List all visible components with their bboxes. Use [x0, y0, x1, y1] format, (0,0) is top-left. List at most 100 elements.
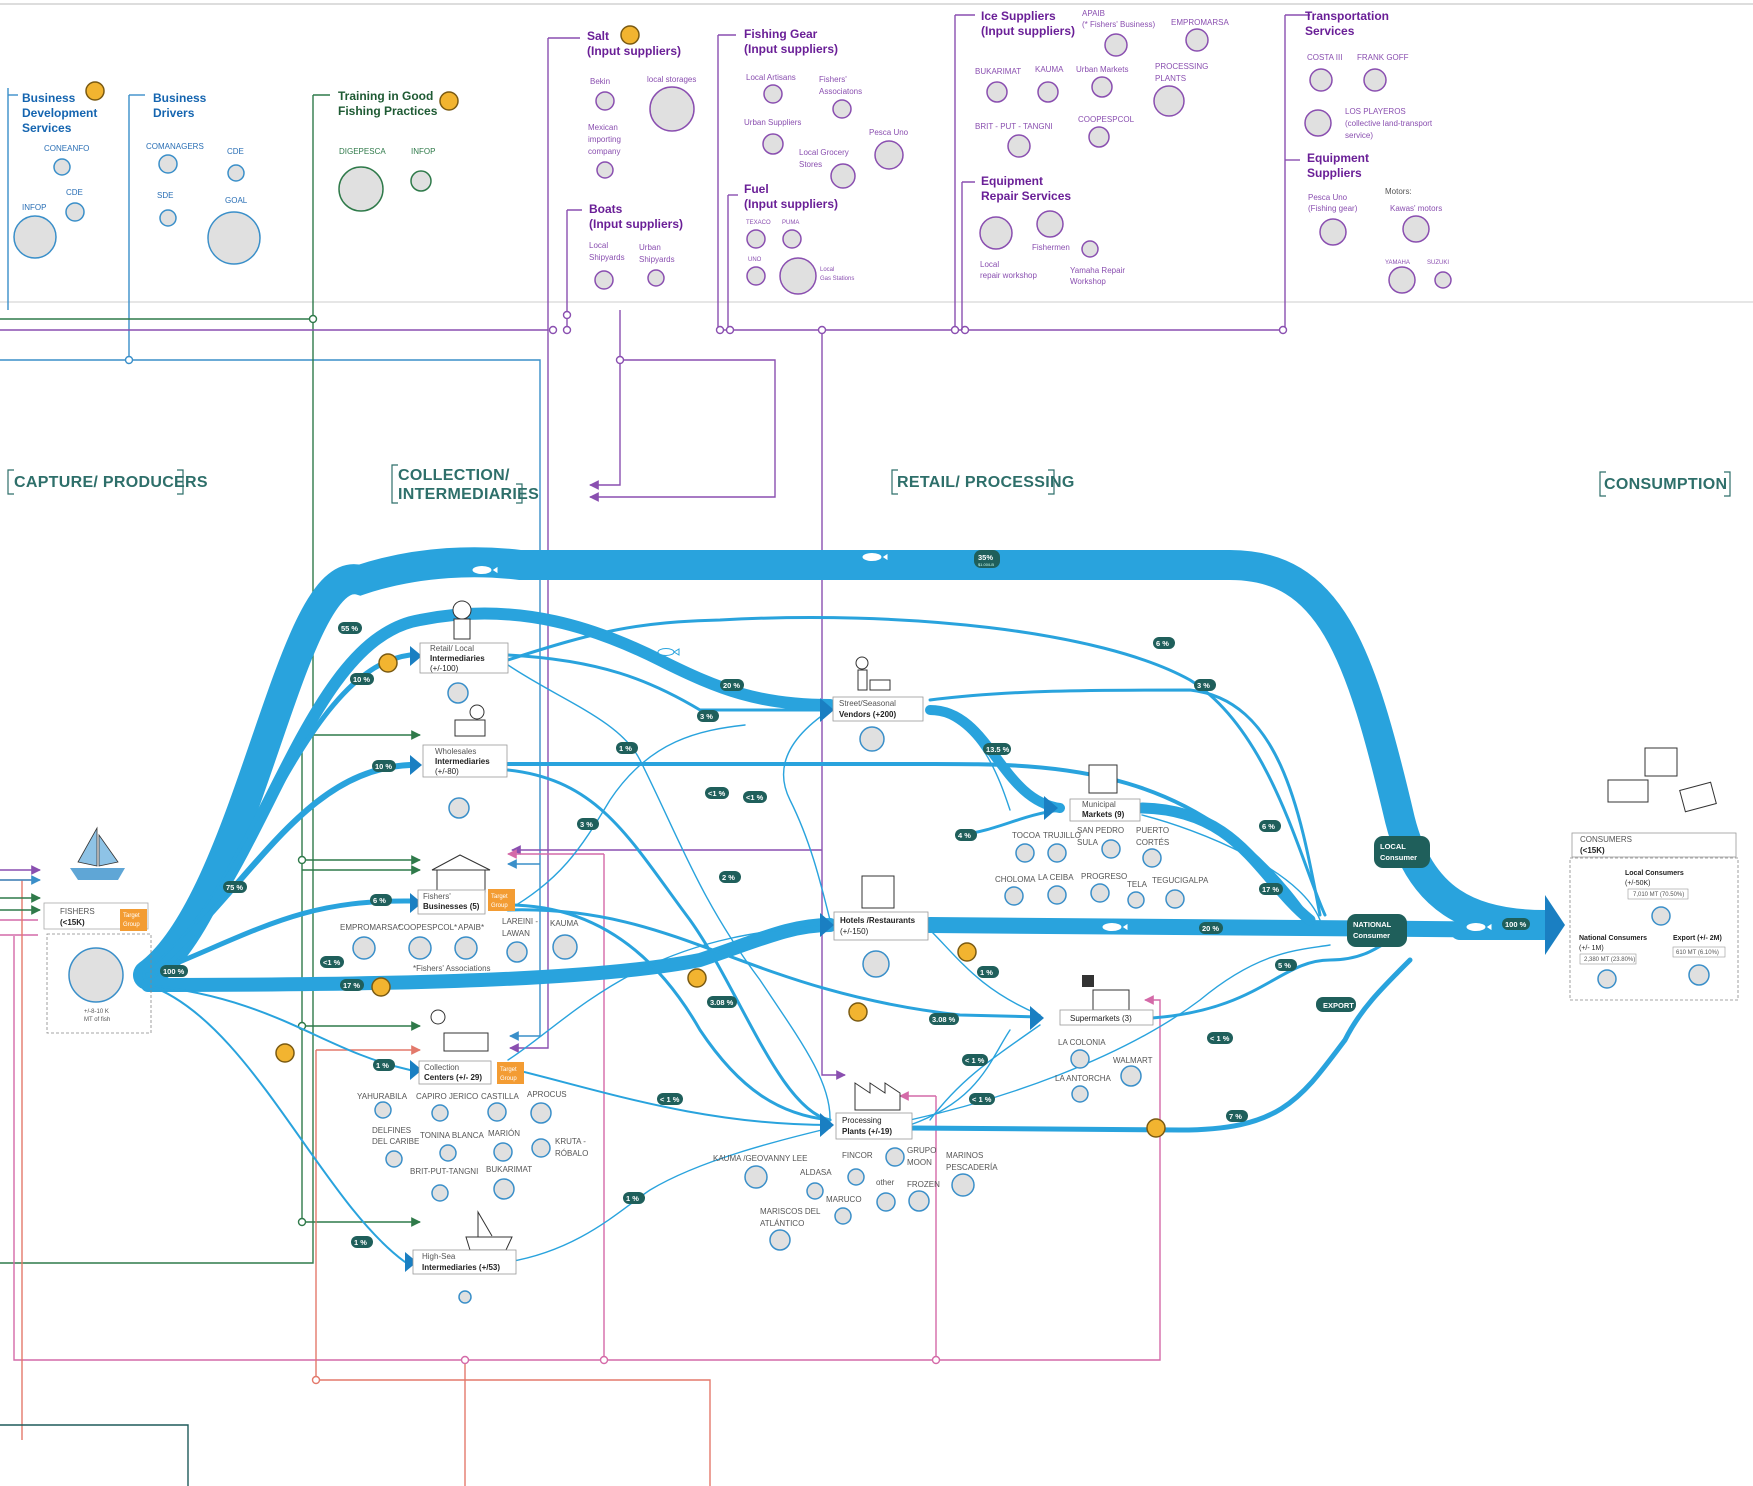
- svg-text:Consumer: Consumer: [1380, 853, 1417, 862]
- svg-text:Local Artisans: Local Artisans: [746, 73, 796, 82]
- svg-text:other: other: [876, 1178, 895, 1187]
- svg-text:APAIB*: APAIB*: [458, 923, 484, 932]
- svg-text:Local: Local: [980, 260, 999, 269]
- svg-text:Drivers: Drivers: [153, 106, 195, 120]
- svg-text:Export (+/- 2M): Export (+/- 2M): [1673, 935, 1722, 942]
- fishers-node[interactable]: FISHERS (<15K) Target Group +/-8-10 K MT…: [43, 826, 152, 1034]
- street-vendors-node[interactable]: Street/Seasonal Vendors (+200): [832, 656, 924, 752]
- svg-text:PLANTS: PLANTS: [1155, 74, 1186, 83]
- svg-text:TRUJILLO: TRUJILLO: [1043, 831, 1081, 840]
- svg-text:CDE: CDE: [227, 147, 244, 156]
- svg-text:YAMAHA: YAMAHA: [1385, 260, 1410, 266]
- svg-text:5 %: 5 %: [1278, 961, 1291, 970]
- highsea-intermediaries-node[interactable]: High-Sea Intermediaries (+/53): [412, 1210, 517, 1304]
- svg-text:LA ANTORCHA: LA ANTORCHA: [1055, 1074, 1112, 1083]
- svg-text:Hotels /Restaurants: Hotels /Restaurants: [840, 916, 916, 925]
- svg-text:4 %: 4 %: [958, 831, 971, 840]
- svg-text:Group: Group: [491, 903, 508, 909]
- svg-text:Markets (9): Markets (9): [1082, 810, 1125, 819]
- svg-text:LAWAN: LAWAN: [502, 929, 530, 938]
- svg-text:PROGRESO: PROGRESO: [1081, 872, 1127, 881]
- svg-text:Businesses (5): Businesses (5): [423, 902, 480, 911]
- svg-text:BRIT-PUT-TANGNI: BRIT-PUT-TANGNI: [410, 1167, 478, 1176]
- section-headers: [7, 464, 1731, 504]
- svg-text:Training in Good: Training in Good: [338, 89, 433, 103]
- svg-text:Supermarkets (3): Supermarkets (3): [1070, 1014, 1132, 1023]
- svg-text:3 %: 3 %: [580, 820, 593, 829]
- svg-text:EXPORT: EXPORT: [1323, 1001, 1354, 1010]
- svg-text:High-Sea: High-Sea: [422, 1252, 456, 1261]
- svg-text:Workshop: Workshop: [1070, 277, 1106, 286]
- arrow-heads: [405, 646, 1565, 1272]
- capture-section-title: CAPTURE/ PRODUCERS: [14, 474, 208, 491]
- svg-text:3.08 %: 3.08 %: [932, 1015, 956, 1024]
- tool-icon: [275, 1043, 295, 1063]
- svg-text:PESCADERÍA: PESCADERÍA: [946, 1163, 998, 1172]
- svg-text:Boats: Boats: [589, 202, 623, 216]
- svg-text:(Input suppliers): (Input suppliers): [587, 44, 681, 58]
- svg-text:< 1 %: < 1 %: [1210, 1034, 1230, 1043]
- svg-text:RÓBALO: RÓBALO: [555, 1149, 588, 1158]
- svg-text:KAUMA /GEOVANNY LEE: KAUMA /GEOVANNY LEE: [713, 1154, 807, 1163]
- support-bds: Business Development Services CONEANFO C…: [8, 91, 97, 259]
- svg-text:1 %: 1 %: [980, 968, 993, 977]
- svg-text:Equipment: Equipment: [1307, 151, 1369, 165]
- svg-text:55 %: 55 %: [341, 624, 358, 633]
- svg-text:Centers (+/- 29): Centers (+/- 29): [424, 1073, 482, 1082]
- svg-text:COMANAGERS: COMANAGERS: [146, 142, 204, 151]
- svg-text:Fishermen: Fishermen: [1032, 243, 1070, 252]
- svg-text:7 %: 7 %: [1229, 1112, 1242, 1121]
- svg-text:+/-8-10 K: +/-8-10 K: [84, 1009, 109, 1015]
- svg-text:Urban Markets: Urban Markets: [1076, 65, 1128, 74]
- svg-text:MOON: MOON: [907, 1158, 932, 1167]
- processing-plants-node[interactable]: Processing Plants (+/-19) KAUMA /GEOVANN…: [713, 1082, 998, 1251]
- svg-text:Intermediaries: Intermediaries: [430, 654, 485, 663]
- support-gear: Fishing Gear (Input suppliers) Local Art…: [718, 27, 909, 189]
- svg-text:DEL CARIBE: DEL CARIBE: [372, 1137, 419, 1146]
- svg-text:COOPESPCOL: COOPESPCOL: [1078, 115, 1135, 124]
- support-boats: Boats (Input suppliers) Local Shipyards …: [566, 202, 683, 300]
- supermarkets-node[interactable]: Supermarkets (3) LA COLONIA WALMART LA A…: [1055, 975, 1154, 1103]
- consumers-node[interactable]: CONSUMERS (<15K) Local Consumers (+/-50K…: [1569, 747, 1739, 1001]
- support-ice: Ice Suppliers (Input suppliers) APAIB (*…: [955, 9, 1229, 158]
- svg-text:Urban: Urban: [639, 243, 661, 252]
- svg-text:(+/-80): (+/-80): [435, 767, 459, 776]
- svg-text:6 %: 6 %: [373, 896, 386, 905]
- hotels-restaurants-node[interactable]: Hotels /Restaurants (+/-150): [833, 875, 929, 978]
- svg-text:Business: Business: [153, 91, 207, 105]
- municipal-markets-node[interactable]: Municipal Markets (9) TOCOA TRUJILLO SAN…: [995, 764, 1209, 909]
- svg-text:LOCAL: LOCAL: [1380, 842, 1406, 851]
- svg-text:(Input suppliers): (Input suppliers): [744, 42, 838, 56]
- svg-text:< 1 %: < 1 %: [972, 1095, 992, 1104]
- svg-text:PUERTO: PUERTO: [1136, 826, 1169, 835]
- tool-icon: [439, 91, 459, 111]
- fishers-businesses-node[interactable]: Fishers' Businesses (5) Target Group EMP…: [340, 854, 579, 973]
- svg-text:Ice Suppliers: Ice Suppliers: [981, 9, 1056, 23]
- tool-icon: [957, 942, 977, 962]
- tool-icon: [85, 81, 105, 101]
- wholesale-intermediaries-node[interactable]: Wholesales Intermediaries (+/-80): [422, 704, 508, 819]
- svg-text:Plants (+/-19): Plants (+/-19): [842, 1127, 892, 1136]
- svg-text:FRANK GOFF: FRANK GOFF: [1357, 53, 1409, 62]
- svg-text:Vendors (+200): Vendors (+200): [839, 710, 896, 719]
- svg-text:Shipyards: Shipyards: [589, 253, 625, 262]
- svg-text:PROCESSING: PROCESSING: [1155, 62, 1208, 71]
- svg-text:CONSUMERS: CONSUMERS: [1580, 835, 1632, 844]
- svg-text:CHOLOMA: CHOLOMA: [995, 875, 1036, 884]
- svg-text:LAREINI -: LAREINI -: [502, 917, 538, 926]
- fish-icon: [1465, 922, 1493, 932]
- svg-text:35%: 35%: [978, 553, 993, 562]
- collection-section-title-2: INTERMEDIARIES: [398, 486, 539, 503]
- svg-text:APAIB: APAIB: [1082, 9, 1105, 18]
- svg-text:< 1 %: < 1 %: [965, 1056, 985, 1065]
- support-drivers: Business Drivers COMANAGERS CDE SDE GOAL: [129, 91, 261, 265]
- retail-intermediaries-node[interactable]: Retail/ Local Intermediaries (+/-100): [419, 600, 509, 704]
- svg-text:local storages: local storages: [647, 75, 696, 84]
- svg-text:1 %: 1 %: [619, 744, 632, 753]
- svg-text:Suppliers: Suppliers: [1307, 166, 1362, 180]
- collection-centers-node[interactable]: Collection Centers (+/- 29) Target Group…: [357, 1009, 588, 1202]
- svg-text:7,010 MT (70.50%): 7,010 MT (70.50%): [1633, 892, 1684, 898]
- svg-text:SDE: SDE: [157, 191, 173, 200]
- svg-text:Local: Local: [820, 267, 834, 273]
- support-fuel: Fuel (Input suppliers) TEXACO PUMA UNO L…: [728, 182, 854, 295]
